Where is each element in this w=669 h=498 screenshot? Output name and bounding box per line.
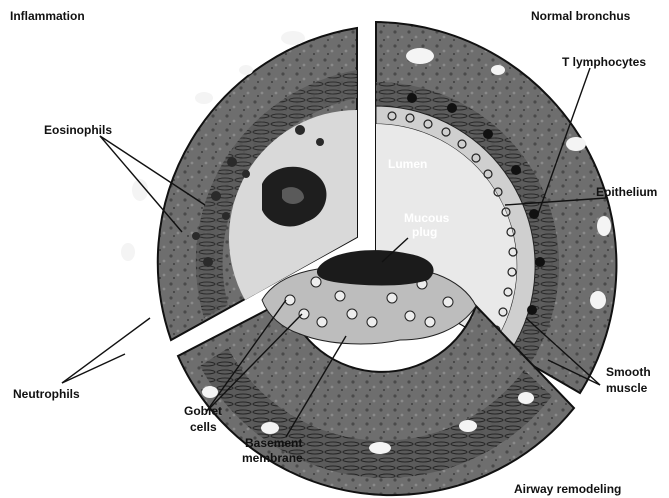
label-lumen: Lumen <box>388 157 427 171</box>
label-eosinophils: Eosinophils <box>44 123 112 137</box>
label-goblet-cells-line2: cells <box>190 420 217 434</box>
label-smooth-muscle-line2: muscle <box>606 381 648 395</box>
title-inflammation: Inflammation <box>10 9 85 23</box>
title-normal-bronchus: Normal bronchus <box>531 9 631 23</box>
label-smooth-muscle-line1: Smooth <box>606 365 651 379</box>
label-neutrophils: Neutrophils <box>13 387 80 401</box>
label-epithelium: Epithelium <box>596 185 657 199</box>
label-mucous-plug-line1: Mucous <box>404 211 450 225</box>
label-t-lymphocytes: T lymphocytes <box>562 55 646 69</box>
label-basement-membrane-line2: membrane <box>242 451 303 465</box>
title-airway-remodeling: Airway remodeling <box>514 482 621 496</box>
label-basement-membrane-line1: Basement <box>245 436 302 450</box>
label-goblet-cells-line1: Goblet <box>184 404 222 418</box>
label-mucous-plug-line2: plug <box>412 225 437 239</box>
